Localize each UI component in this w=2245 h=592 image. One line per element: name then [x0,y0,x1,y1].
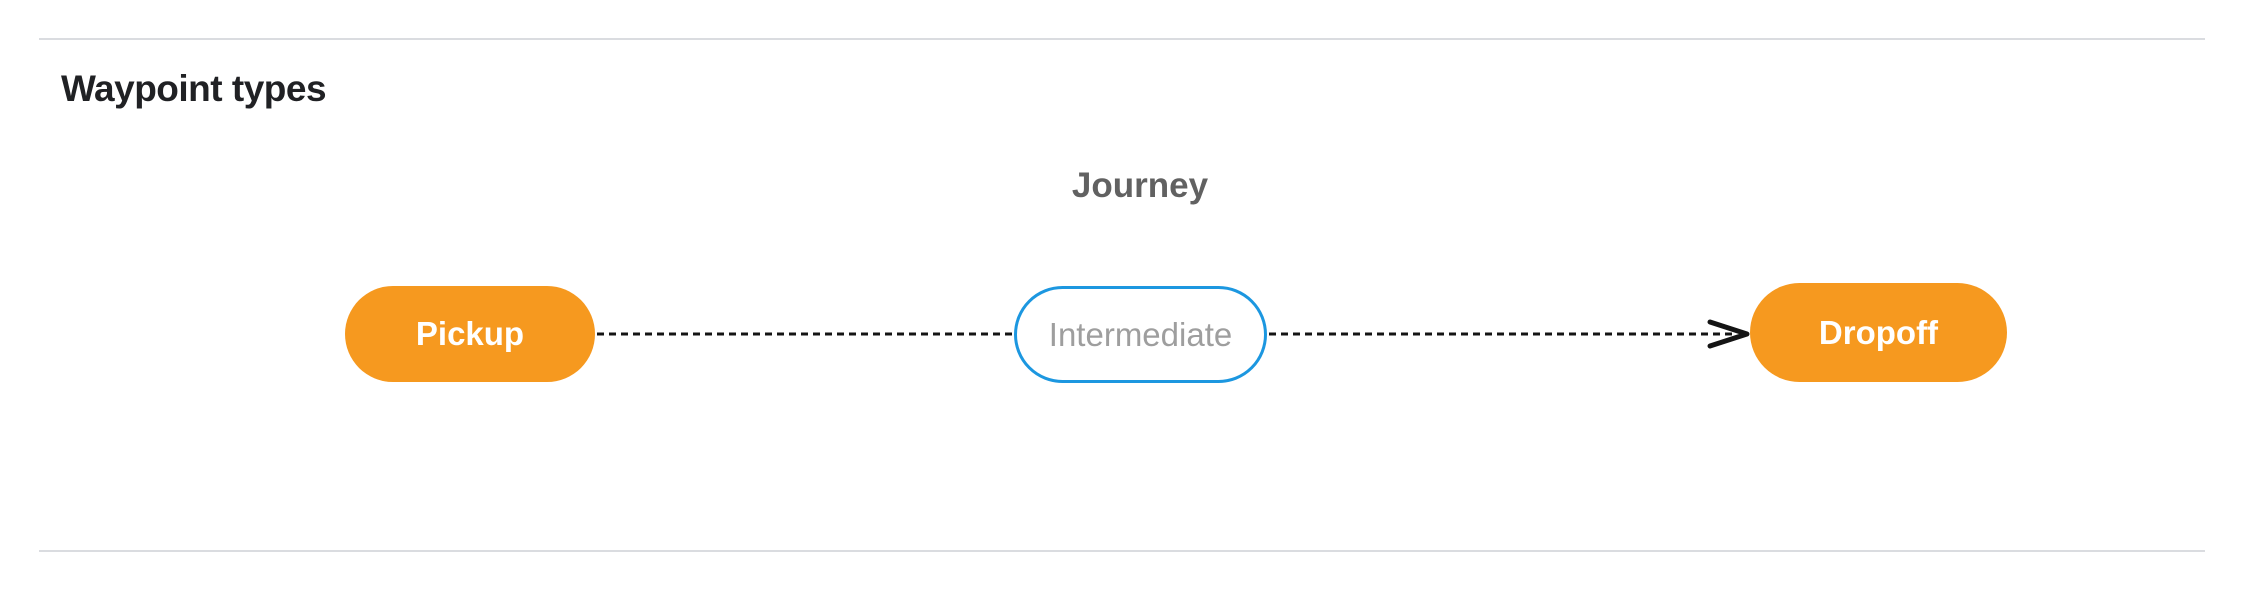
arrowhead-icon [1707,319,1750,349]
node-intermediate-label: Intermediate [1048,315,1233,353]
node-pickup: Pickup [345,286,595,382]
node-dropoff-label: Dropoff [1818,313,1939,351]
bottom-divider [39,550,2205,552]
top-divider [39,38,2205,40]
page-title: Waypoint types [61,68,327,109]
node-intermediate: Intermediate [1014,286,1267,383]
node-pickup-label: Pickup [415,315,525,352]
node-dropoff: Dropoff [1750,283,2007,382]
journey-cluster-label: Journey [1071,166,1209,205]
